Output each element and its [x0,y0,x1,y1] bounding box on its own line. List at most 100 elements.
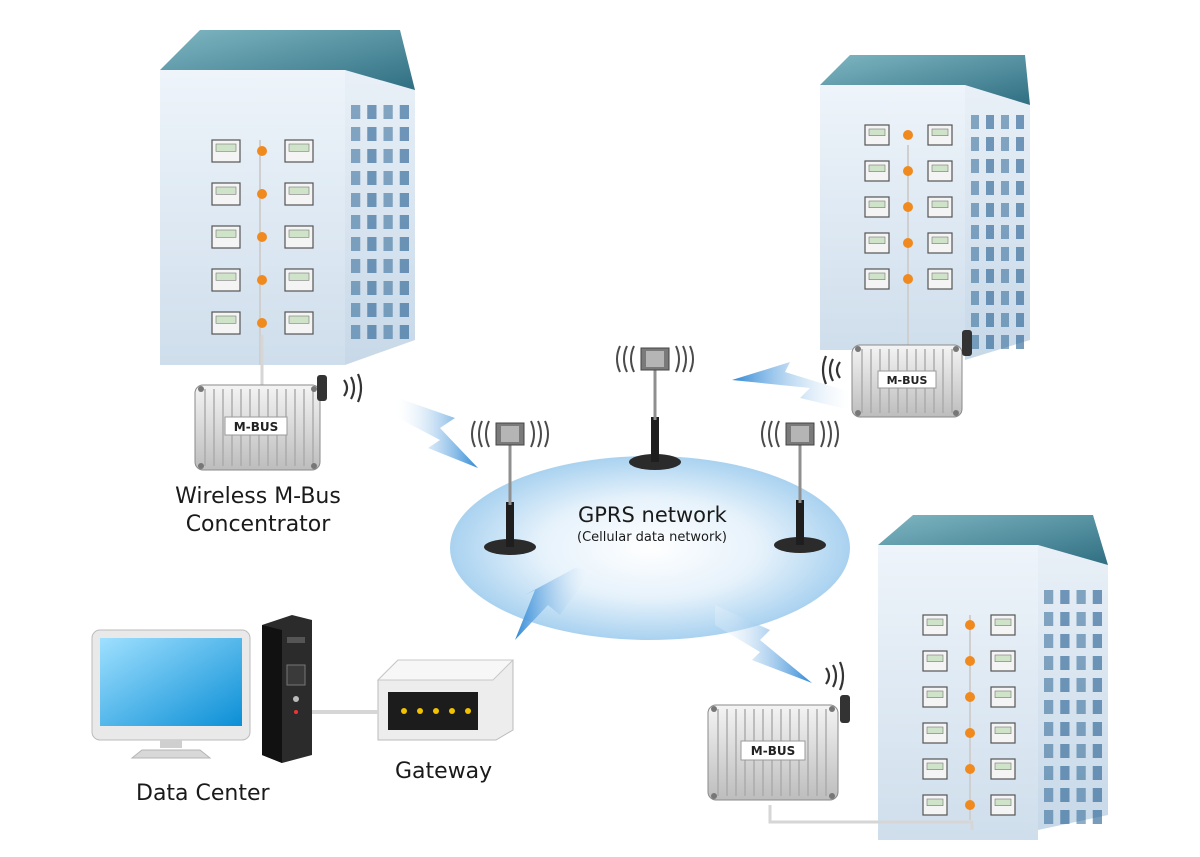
building-window [1092,744,1102,758]
building-window [1060,810,1070,824]
building-window [399,303,409,317]
building-window [399,259,409,273]
building-window [1016,335,1024,349]
building-window [1001,203,1009,217]
signal-arrow [515,568,592,640]
building-window [1016,181,1024,195]
building-window [1076,634,1086,648]
building-window [399,105,409,119]
building-window [1044,590,1054,604]
cell-antenna-icon [616,345,694,470]
building-window [383,215,393,229]
building-window [351,149,361,163]
building-window [1076,612,1086,626]
mbus-node [965,692,975,702]
gprs-subtitle: (Cellular data network) [577,530,727,545]
building-window [1060,656,1070,670]
building-window [351,215,361,229]
building-window [986,203,994,217]
building-window [1044,810,1054,824]
building-window [367,193,377,207]
building-window [971,247,979,261]
data-center-label: Data Center [136,781,270,806]
mbus-concentrator-icon[interactable]: M-BUS [851,330,972,418]
desktop-computer-icon[interactable] [91,615,312,763]
signal-arrow [715,605,812,683]
building-window [399,237,409,251]
building-window [1044,700,1054,714]
mbus-node [965,764,975,774]
building-window [1001,269,1009,283]
building-window [986,247,994,261]
building-window [383,325,393,339]
building-window [986,137,994,151]
building-window [1076,700,1086,714]
building-window [1001,313,1009,327]
building-window [986,291,994,305]
building-window [1060,700,1070,714]
mbus-node [903,238,913,248]
building-window [986,335,994,349]
building-window [383,193,393,207]
office-building-icon [820,55,1030,360]
building-window [1092,590,1102,604]
concentrator-label: Wireless M-Bus Concentrator [158,483,358,539]
building-window [1060,678,1070,692]
building-window [1001,335,1009,349]
building-window [971,225,979,239]
building-window [1044,656,1054,670]
building-window [351,237,361,251]
mbus-node [903,166,913,176]
signal-arrow [398,398,478,468]
building-window [367,259,377,273]
building-window [986,181,994,195]
building-window [986,115,994,129]
building-window [1016,137,1024,151]
building-window [367,127,377,141]
building-window [971,335,979,349]
building-window [383,303,393,317]
cell-antenna-icon [471,420,549,555]
mbus-node [257,146,267,156]
building-window [1092,788,1102,802]
building-window [1060,744,1070,758]
building-window [1076,788,1086,802]
building-window [1044,678,1054,692]
building-window [1076,722,1086,736]
building-window [383,237,393,251]
building-window [351,105,361,119]
building-window [1076,744,1086,758]
mbus-node [903,130,913,140]
building-window [383,105,393,119]
mbus-label: M-BUS [887,374,928,387]
building-window [399,149,409,163]
office-building-icon [878,515,1108,840]
building-window [1092,612,1102,626]
mbus-concentrator-icon[interactable]: M-BUS [707,695,850,801]
gateway-router-icon[interactable] [376,659,515,741]
mbus-node [257,232,267,242]
mbus-concentrator-icon[interactable]: M-BUS [194,375,327,471]
building-window [1060,722,1070,736]
building-window [399,127,409,141]
b3-concentrator-cable [768,805,974,830]
building-window [1092,810,1102,824]
building-window [367,325,377,339]
building-window [1060,788,1070,802]
building-window [1076,766,1086,780]
building-window [367,303,377,317]
building-window [971,159,979,173]
building-window [399,193,409,207]
building-window [1001,115,1009,129]
building-window [351,303,361,317]
mbus-node [965,620,975,630]
building-window [1001,181,1009,195]
building-window [367,171,377,185]
building-window [1076,656,1086,670]
gprs-title: GPRS network [578,503,727,527]
building-window [1001,247,1009,261]
building-window [351,259,361,273]
building-window [971,115,979,129]
mbus-node [965,656,975,666]
